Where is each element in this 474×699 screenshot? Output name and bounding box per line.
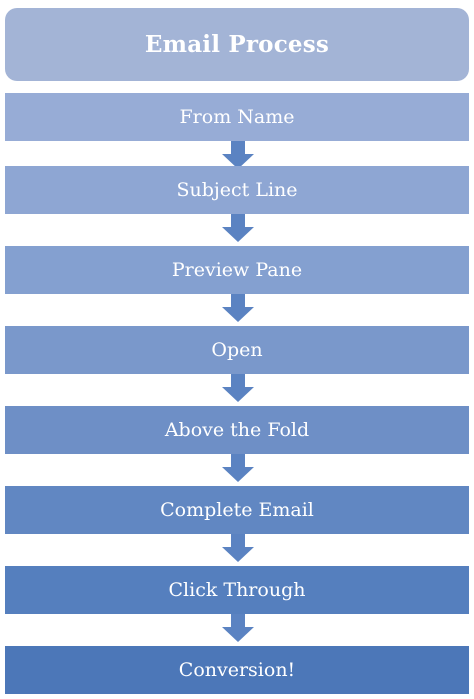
step-complete-email: Complete Email	[5, 486, 469, 534]
down-arrow-icon	[222, 294, 254, 322]
step-label: Complete Email	[160, 499, 314, 521]
step-label: Above the Fold	[164, 419, 310, 441]
step-label: From Name	[179, 106, 295, 128]
down-arrow-icon	[222, 614, 254, 642]
step-subject-line: Subject Line	[5, 166, 469, 214]
diagram-title-box: Email Process	[5, 8, 469, 81]
down-arrow-icon	[222, 534, 254, 562]
step-label: Conversion!	[178, 659, 296, 681]
step-above-the-fold: Above the Fold	[5, 406, 469, 454]
down-arrow-icon	[222, 141, 254, 169]
step-click-through: Click Through	[5, 566, 469, 614]
step-label: Open	[211, 339, 263, 361]
diagram-title: Email Process	[144, 31, 330, 58]
step-from-name: From Name	[5, 93, 469, 141]
step-label: Click Through	[168, 579, 306, 601]
down-arrow-icon	[222, 214, 254, 242]
step-open: Open	[5, 326, 469, 374]
down-arrow-icon	[222, 454, 254, 482]
step-conversion: Conversion!	[5, 646, 469, 694]
step-preview-pane: Preview Pane	[5, 246, 469, 294]
step-label: Subject Line	[176, 179, 298, 201]
step-label: Preview Pane	[171, 259, 303, 281]
down-arrow-icon	[222, 374, 254, 402]
